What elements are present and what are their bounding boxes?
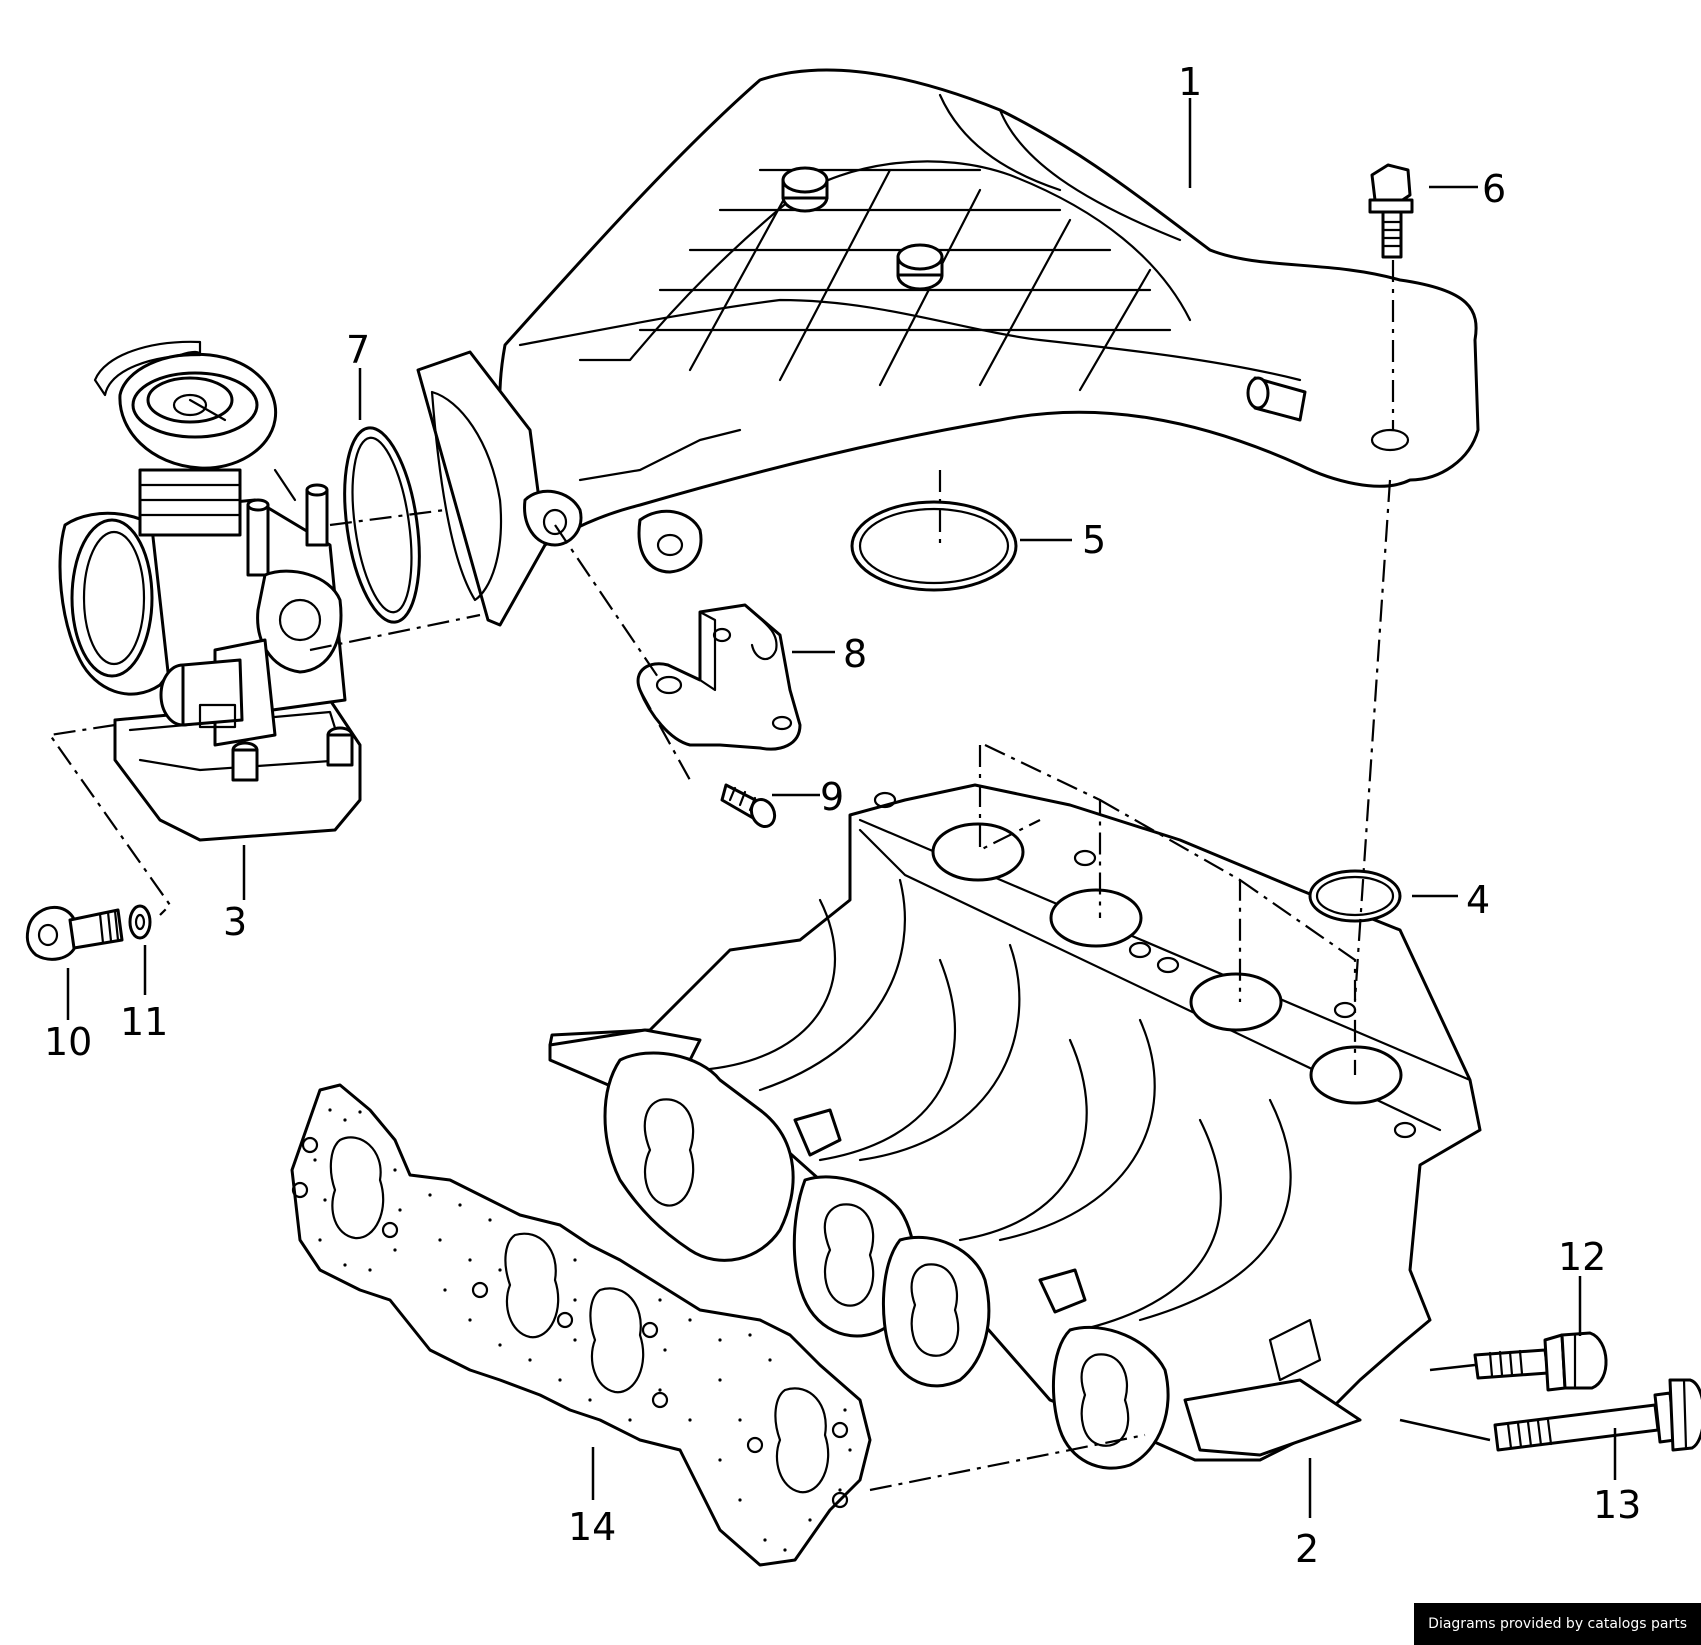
callout-2: 2 [1295, 1527, 1319, 1571]
hex-bolt-6 [1368, 163, 1414, 259]
callout-12: 12 [1558, 1235, 1606, 1279]
o-ring-small [1308, 869, 1402, 923]
callout-9: 9 [820, 775, 844, 819]
callout-6: 6 [1482, 167, 1506, 211]
throttle-gasket [343, 426, 421, 624]
callout-7: 7 [346, 328, 370, 372]
screw-9 [720, 783, 777, 829]
callout-3: 3 [223, 900, 247, 944]
upper-intake-manifold [416, 68, 1480, 627]
callout-11: 11 [120, 1000, 168, 1044]
leader-lines [66, 98, 1617, 1518]
callout-labels: 1 2 3 4 5 6 7 8 9 10 11 12 13 14 [44, 60, 1641, 1571]
bolt-12 [1473, 1331, 1608, 1392]
o-ring-large [850, 500, 1018, 592]
washer-11 [128, 904, 152, 940]
callout-14: 14 [568, 1505, 616, 1549]
callout-1: 1 [1178, 60, 1202, 104]
bracket [636, 603, 802, 751]
credit-text: Diagrams provided by catalogs parts [1428, 1616, 1687, 1632]
bolt-13 [1493, 1378, 1701, 1452]
bolt-10 [25, 905, 124, 961]
callout-8: 8 [843, 632, 867, 676]
callout-5: 5 [1082, 518, 1106, 562]
credit-banner: Diagrams provided by catalogs parts [1414, 1603, 1701, 1645]
alignment-lines [48, 260, 1395, 1492]
gasket-texture [313, 1108, 852, 1552]
callout-13: 13 [1593, 1483, 1641, 1527]
callout-4: 4 [1466, 878, 1490, 922]
lower-intake-manifold [548, 783, 1482, 1470]
manifold-gasket [290, 1083, 872, 1567]
callout-10: 10 [44, 1020, 92, 1064]
throttle-body [58, 340, 362, 842]
